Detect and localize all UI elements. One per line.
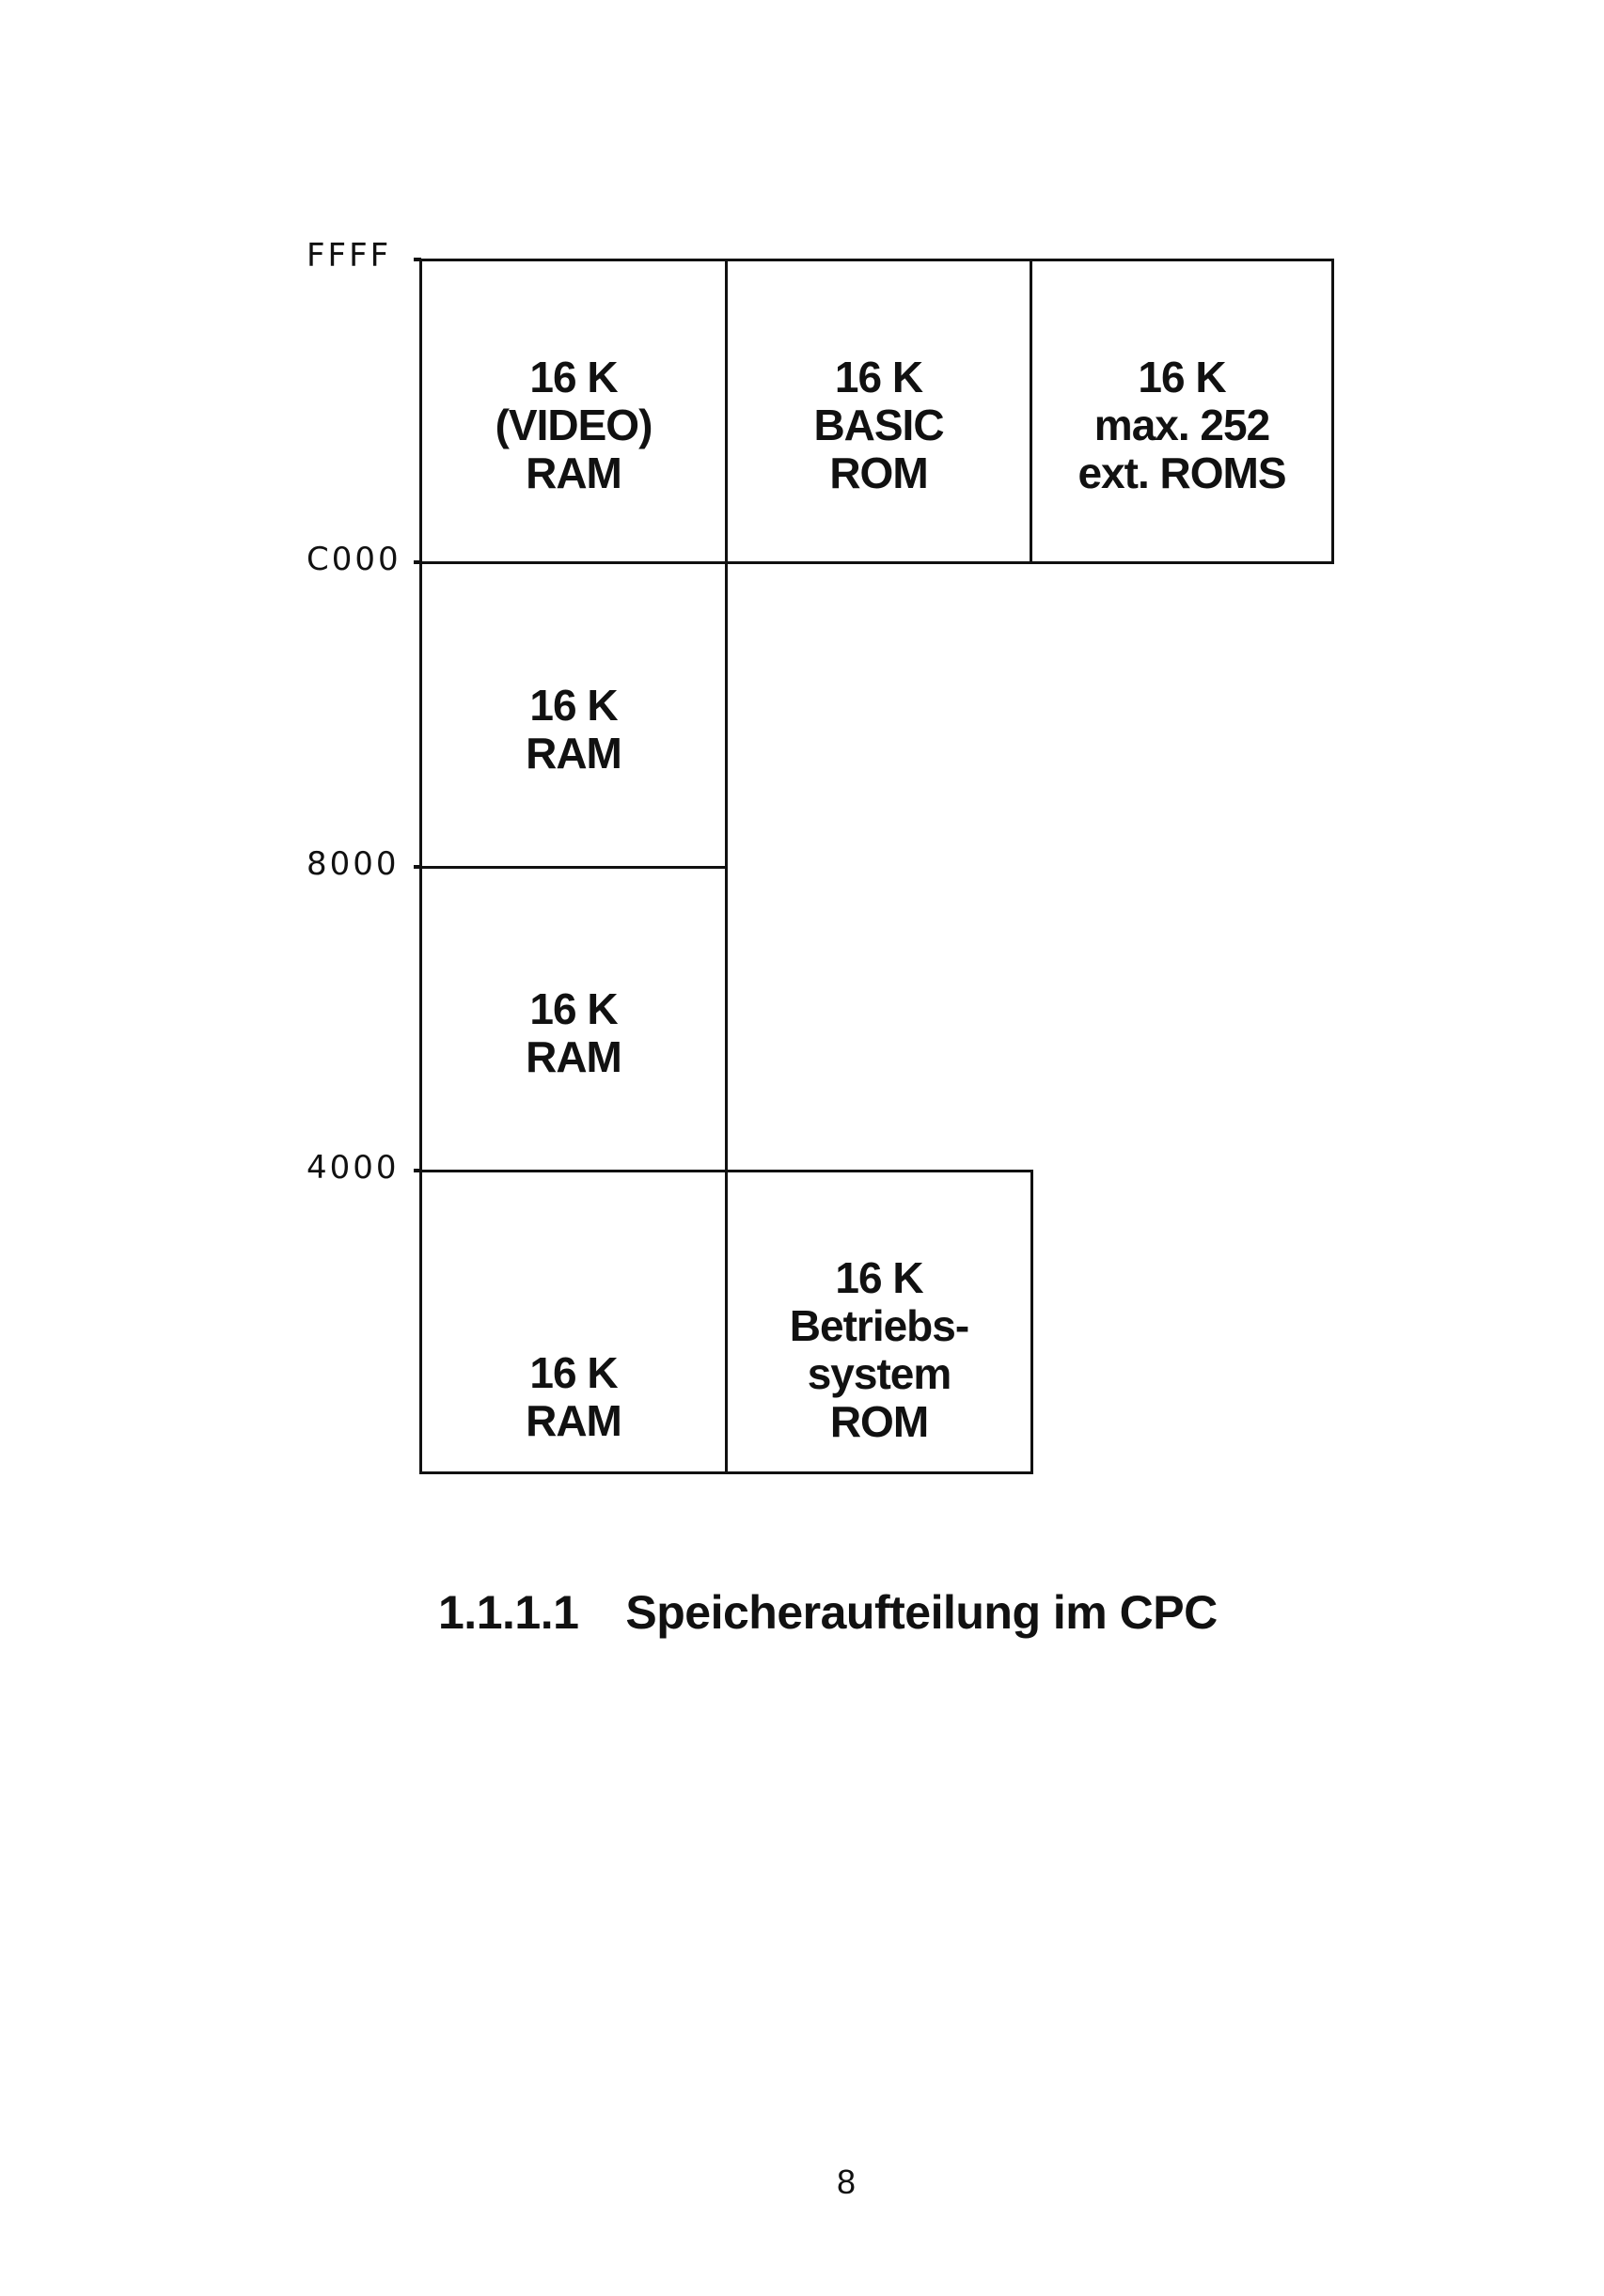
- cell-label: 16 K max. 252 ext. ROMS: [1077, 353, 1286, 497]
- cell-ext-roms: 16 K max. 252 ext. ROMS: [1030, 259, 1334, 564]
- address-label-4000: 4000: [307, 1149, 400, 1187]
- cell-ram-4000: 16 K RAM: [419, 866, 728, 1172]
- tick-8000: [414, 865, 421, 869]
- address-label-8000: 8000: [307, 845, 400, 883]
- caption-title: Speicheraufteilung im CPC: [625, 1586, 1218, 1639]
- cell-label: 16 K Betriebs- system ROM: [789, 1253, 969, 1446]
- cell-os-rom: 16 K Betriebs- system ROM: [725, 1170, 1033, 1474]
- page-number: 8: [837, 2162, 857, 2201]
- address-label-ffff: FFFF: [307, 237, 392, 275]
- cell-label: 16 K RAM: [526, 1348, 622, 1445]
- tick-c000: [414, 560, 421, 564]
- cell-label: 16 K BASIC ROM: [813, 353, 944, 497]
- tick-4000: [414, 1169, 421, 1172]
- cell-ram-8000: 16 K RAM: [419, 561, 728, 869]
- figure-caption: 1.1.1.1 Speicheraufteilung im CPC: [438, 1585, 1218, 1640]
- address-label-c000: C000: [307, 541, 401, 578]
- cell-label: 16 K (VIDEO) RAM: [495, 353, 653, 497]
- cell-label: 16 K RAM: [526, 984, 622, 1081]
- tick-ffff: [414, 258, 421, 261]
- cell-video-ram: 16 K (VIDEO) RAM: [419, 259, 728, 564]
- cell-ram-0000: 16 K RAM: [419, 1170, 728, 1474]
- cell-basic-rom: 16 K BASIC ROM: [725, 259, 1032, 564]
- cell-label: 16 K RAM: [526, 680, 622, 778]
- caption-number: 1.1.1.1: [438, 1586, 579, 1639]
